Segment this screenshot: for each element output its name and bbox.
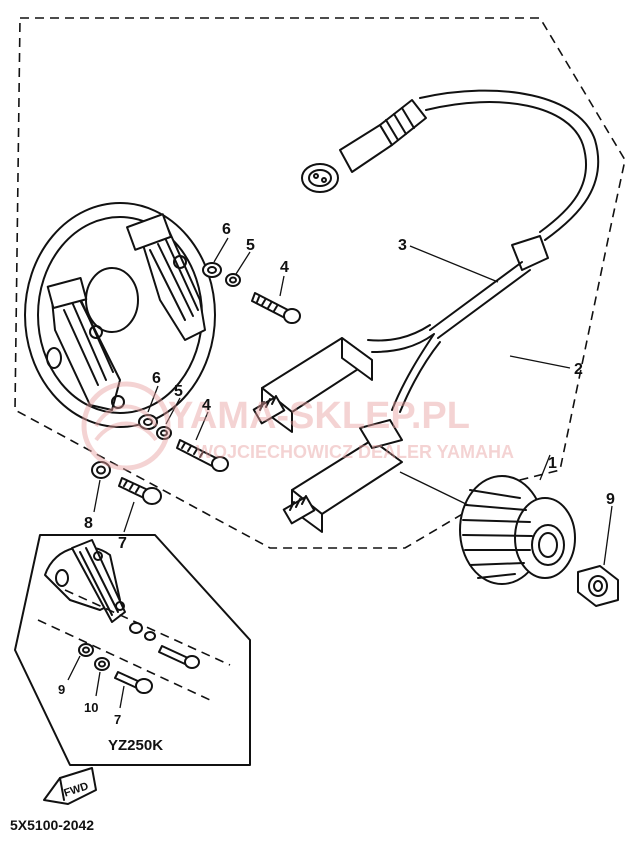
callout-lockwasher-lower: 6 <box>152 370 161 387</box>
coil-bracket-upper <box>126 213 172 251</box>
watermark-site: YAMA-SKLEP.PL <box>168 395 470 437</box>
fwd-arrow: FWD <box>43 767 97 805</box>
callout-washer-8: 8 <box>84 515 93 532</box>
callout-inset-washer-9: 9 <box>58 682 65 697</box>
watermark-tagline: WOJCIECHOWICZ DEALER YAMAHA <box>196 442 514 462</box>
screw-upper <box>251 292 301 324</box>
callout-nut: 9 <box>606 491 615 508</box>
inset-lockwasher <box>129 622 156 641</box>
callout-washer-lower: 5 <box>174 383 183 400</box>
nut <box>577 565 619 607</box>
rotor <box>459 475 576 585</box>
inset-model-label: YZ250K <box>108 737 163 754</box>
lower-fasteners <box>91 414 229 505</box>
callout-numbers: 1 2 3 4 5 6 4 5 6 7 8 9 <box>84 221 615 552</box>
lockwasher-lower <box>138 414 158 430</box>
washer-lower <box>156 426 172 440</box>
callout-screw-upper: 4 <box>280 259 289 276</box>
callout-wire-harness: 3 <box>398 237 407 254</box>
callout-bolt-lower: 7 <box>118 535 127 552</box>
screw-lower <box>176 439 229 472</box>
washer-8 <box>91 461 111 479</box>
assembly-boundary <box>14 17 626 549</box>
callout-inset-bolt-7: 7 <box>114 712 121 727</box>
inset-bolt-7 <box>114 671 153 694</box>
washer-upper <box>225 273 241 287</box>
callout-rotor: 1 <box>548 455 557 472</box>
leader-lines <box>93 237 613 566</box>
callout-washer-upper: 5 <box>246 237 255 254</box>
inset-screw <box>158 645 200 669</box>
lockwasher-upper <box>202 262 222 278</box>
bolt-lower <box>118 477 162 505</box>
coil-bracket-lower <box>46 276 88 310</box>
yz250k-inset: 9 10 7 YZ250K <box>14 534 251 766</box>
callout-screw-lower: 4 <box>202 397 211 414</box>
upper-fasteners <box>202 262 301 324</box>
inset-washer-9 <box>78 643 94 657</box>
inset-border <box>14 534 251 766</box>
wire-harness <box>301 89 600 413</box>
cdi-unit-upper <box>252 337 373 433</box>
cdi-unit-lower <box>282 419 403 533</box>
watermark: YAMA-SKLEP.PL WOJCIECHOWICZ DEALER YAMAH… <box>81 381 514 471</box>
callout-stator-cover: 2 <box>574 361 583 378</box>
diagram-code: 5X5100-2042 <box>10 817 94 833</box>
coupler-connector <box>301 99 427 193</box>
callout-lockwasher-upper: 6 <box>222 221 231 238</box>
watermark-emblem <box>81 381 171 471</box>
stator-assembly <box>24 202 216 428</box>
inset-washer-10 <box>94 657 110 671</box>
callout-inset-washer-10: 10 <box>84 700 98 715</box>
